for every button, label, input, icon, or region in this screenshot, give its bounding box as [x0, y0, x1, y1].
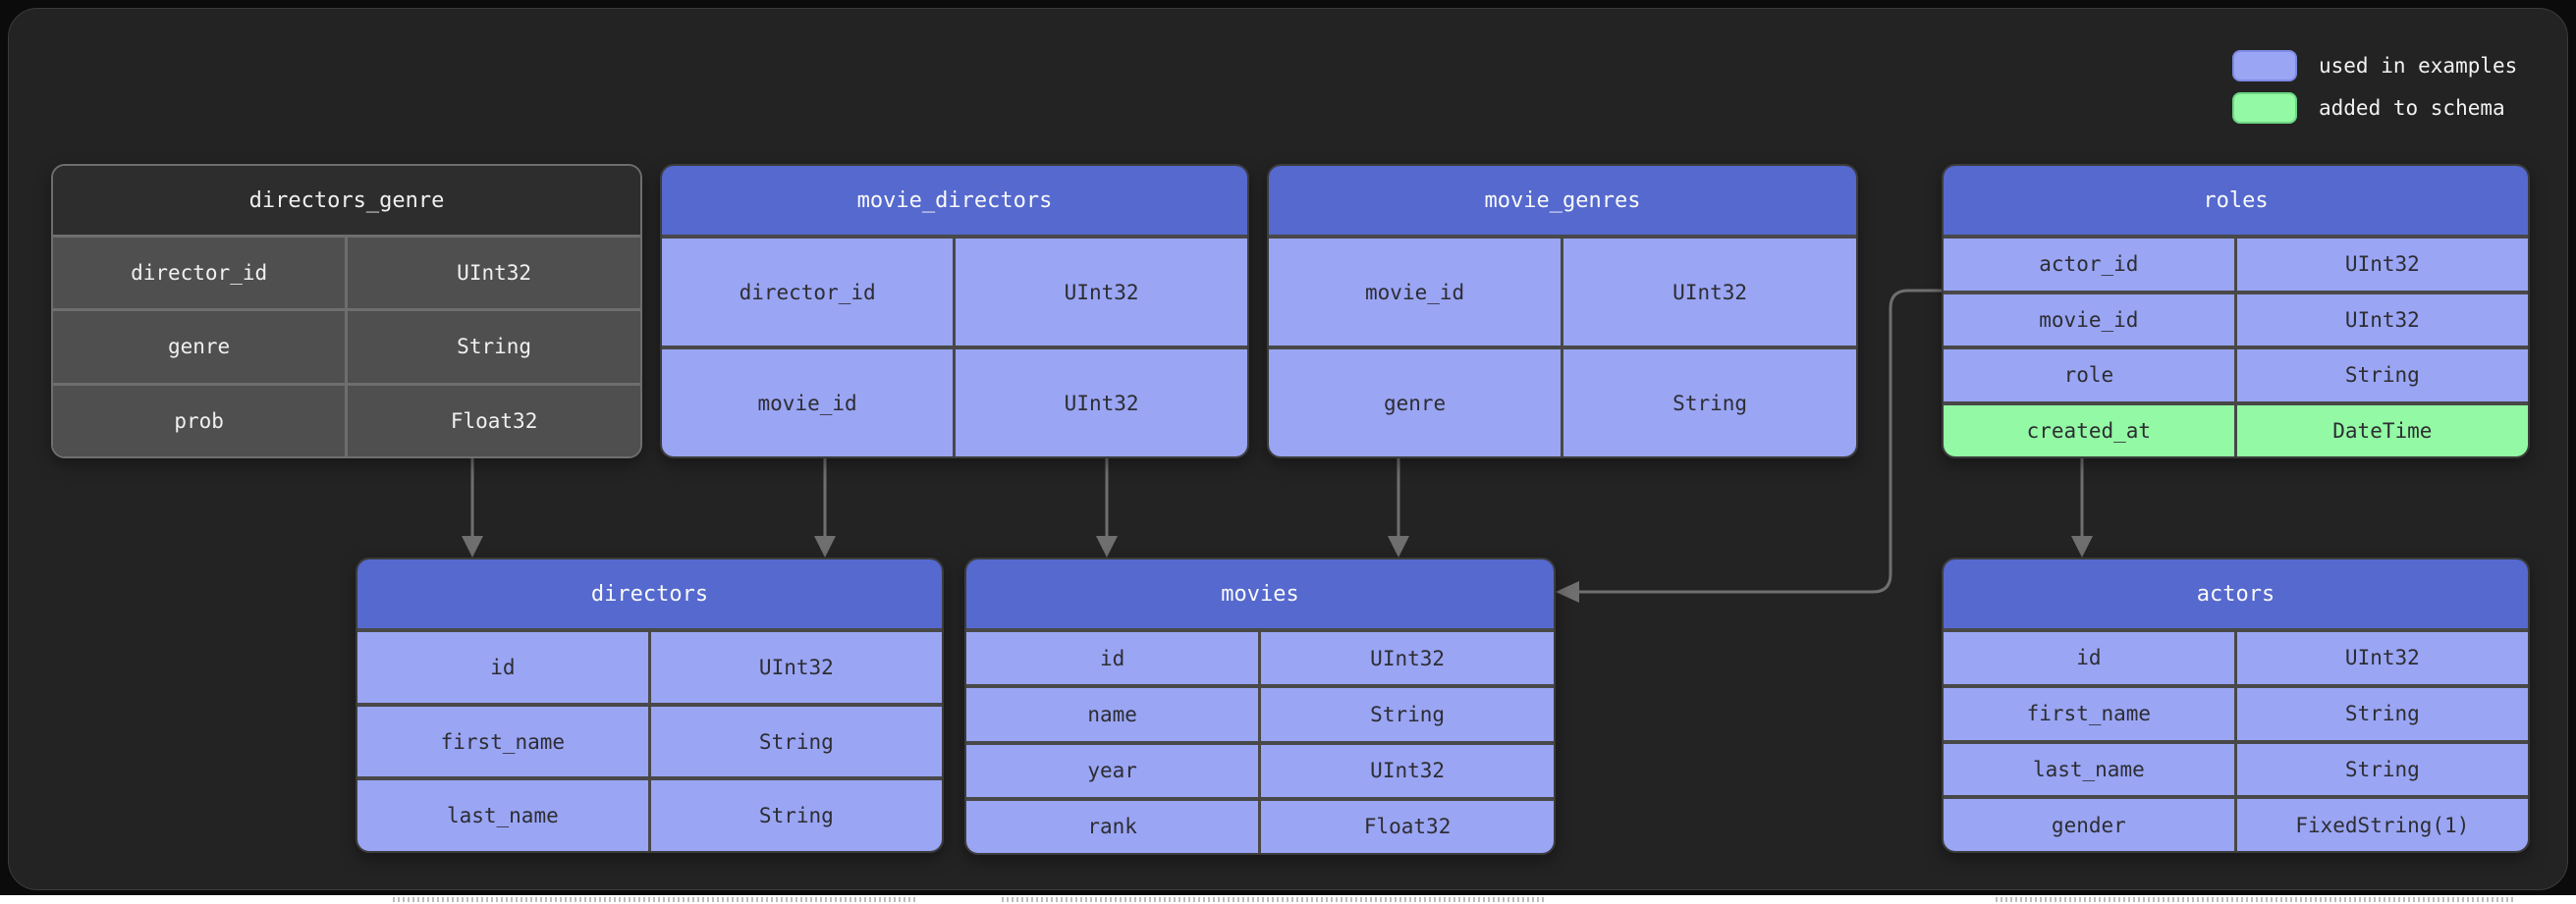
- field-name-cell: rank: [1087, 815, 1137, 839]
- field-name-cell: last_name: [446, 804, 559, 828]
- table-row: actor_id UInt32: [1944, 235, 2528, 291]
- page-text-noise: [1002, 897, 1544, 902]
- field-type-cell: String: [647, 706, 942, 777]
- field-name-cell: id: [1099, 646, 1125, 670]
- field-name-cell: last_name: [2032, 757, 2145, 781]
- table-row: rank Float32: [966, 796, 1554, 853]
- legend: used in examples added to schema: [2232, 50, 2518, 124]
- field-type-cell: Float32: [1258, 800, 1554, 853]
- field-type-cell: UInt32: [2233, 293, 2528, 346]
- table-directors_genre-title: directors_genre: [53, 166, 640, 235]
- table-row: id UInt32: [966, 628, 1554, 685]
- field-name-cell: gender: [2051, 813, 2126, 837]
- legend-swatch-green: [2232, 92, 2297, 124]
- table-row: movie_id UInt32: [1944, 290, 2528, 346]
- table-row: genre String: [53, 308, 640, 383]
- table-row: role String: [1944, 346, 2528, 401]
- field-type-cell: UInt32: [953, 349, 1247, 456]
- field-name-cell: genre: [167, 335, 231, 359]
- table-row: name String: [966, 684, 1554, 741]
- table-roles: roles actor_id UInt32 movie_id UInt32 ro…: [1942, 164, 2530, 458]
- table-movie_genres: movie_genres movie_id UInt32 genre Strin…: [1267, 164, 1858, 458]
- field-type-cell: UInt32: [1258, 744, 1554, 797]
- field-name-cell: first_name: [2026, 702, 2152, 726]
- field-type-cell: FixedString(1): [2233, 799, 2528, 851]
- table-row: director_id UInt32: [53, 235, 640, 309]
- field-type-cell: UInt32: [647, 632, 942, 703]
- field-name-cell: movie_id: [2039, 307, 2139, 332]
- field-type-cell: String: [2233, 349, 2528, 401]
- field-name-cell: year: [1087, 759, 1137, 783]
- page-text-noise: [393, 897, 918, 902]
- table-roles-title: roles: [1944, 166, 2528, 235]
- table-movie_directors: movie_directors director_id UInt32 movie…: [660, 164, 1249, 458]
- table-row: last_name String: [357, 776, 942, 851]
- field-type-cell: UInt32: [345, 238, 640, 309]
- field-type-cell: Float32: [345, 385, 640, 456]
- field-type-cell: UInt32: [2233, 239, 2528, 291]
- table-row: movie_id UInt32: [662, 346, 1247, 456]
- table-directors: directors id UInt32 first_name String la…: [356, 558, 944, 853]
- page-text-noise: [1996, 897, 2514, 902]
- table-row-added-to-schema: created_at DateTime: [1944, 400, 2528, 456]
- table-actors-title: actors: [1944, 559, 2528, 628]
- field-type-cell: String: [1258, 688, 1554, 741]
- field-name-cell: name: [1087, 702, 1137, 726]
- table-row: gender FixedString(1): [1944, 795, 2528, 851]
- table-movie_directors-title: movie_directors: [662, 166, 1247, 235]
- field-name-cell: director_id: [739, 280, 876, 304]
- field-name-cell: first_name: [440, 729, 566, 754]
- table-directors-title: directors: [357, 559, 942, 628]
- field-type-cell: String: [1561, 349, 1856, 456]
- field-name-cell: role: [2063, 363, 2114, 388]
- table-directors_genre: directors_genre director_id UInt32 genre…: [51, 164, 642, 458]
- field-type-cell: UInt32: [1258, 632, 1554, 685]
- field-name-cell: movie_id: [757, 391, 857, 415]
- page-background-strip: [0, 895, 2576, 904]
- field-type-cell: String: [2233, 743, 2528, 796]
- field-type-cell: UInt32: [2233, 632, 2528, 684]
- table-row: last_name String: [1944, 739, 2528, 796]
- legend-item-added-to-schema: added to schema: [2232, 92, 2517, 124]
- legend-label: used in examples: [2319, 54, 2518, 78]
- table-row: first_name String: [357, 702, 942, 777]
- legend-swatch-blue: [2232, 50, 2297, 81]
- table-actors: actors id UInt32 first_name String last_…: [1942, 558, 2530, 853]
- field-name-cell: id: [490, 655, 516, 679]
- table-row: director_id UInt32: [662, 235, 1247, 346]
- field-type-cell: UInt32: [1561, 239, 1856, 346]
- legend-item-used-in-examples: used in examples: [2232, 50, 2518, 81]
- field-name-cell: actor_id: [2039, 252, 2139, 277]
- field-name-cell: movie_id: [1365, 280, 1465, 304]
- field-name-cell: created_at: [2026, 418, 2152, 443]
- field-name-cell: genre: [1383, 391, 1447, 415]
- table-movies: movies id UInt32 name String year UInt32…: [964, 558, 1556, 855]
- table-row: genre String: [1269, 346, 1856, 456]
- field-name-cell: director_id: [131, 261, 268, 286]
- table-row: id UInt32: [1944, 628, 2528, 684]
- table-movies-title: movies: [966, 559, 1554, 628]
- field-type-cell: String: [647, 780, 942, 851]
- field-type-cell: String: [2233, 687, 2528, 740]
- table-movie_genres-title: movie_genres: [1269, 166, 1856, 235]
- field-type-cell: DateTime: [2233, 404, 2528, 456]
- legend-label: added to schema: [2319, 96, 2505, 120]
- table-row: year UInt32: [966, 740, 1554, 797]
- field-name-cell: prob: [174, 408, 224, 433]
- table-row: first_name String: [1944, 683, 2528, 740]
- table-row: prob Float32: [53, 382, 640, 456]
- field-type-cell: String: [345, 311, 640, 383]
- table-row: id UInt32: [357, 628, 942, 703]
- field-name-cell: id: [2076, 646, 2102, 670]
- field-type-cell: UInt32: [953, 239, 1247, 346]
- table-row: movie_id UInt32: [1269, 235, 1856, 346]
